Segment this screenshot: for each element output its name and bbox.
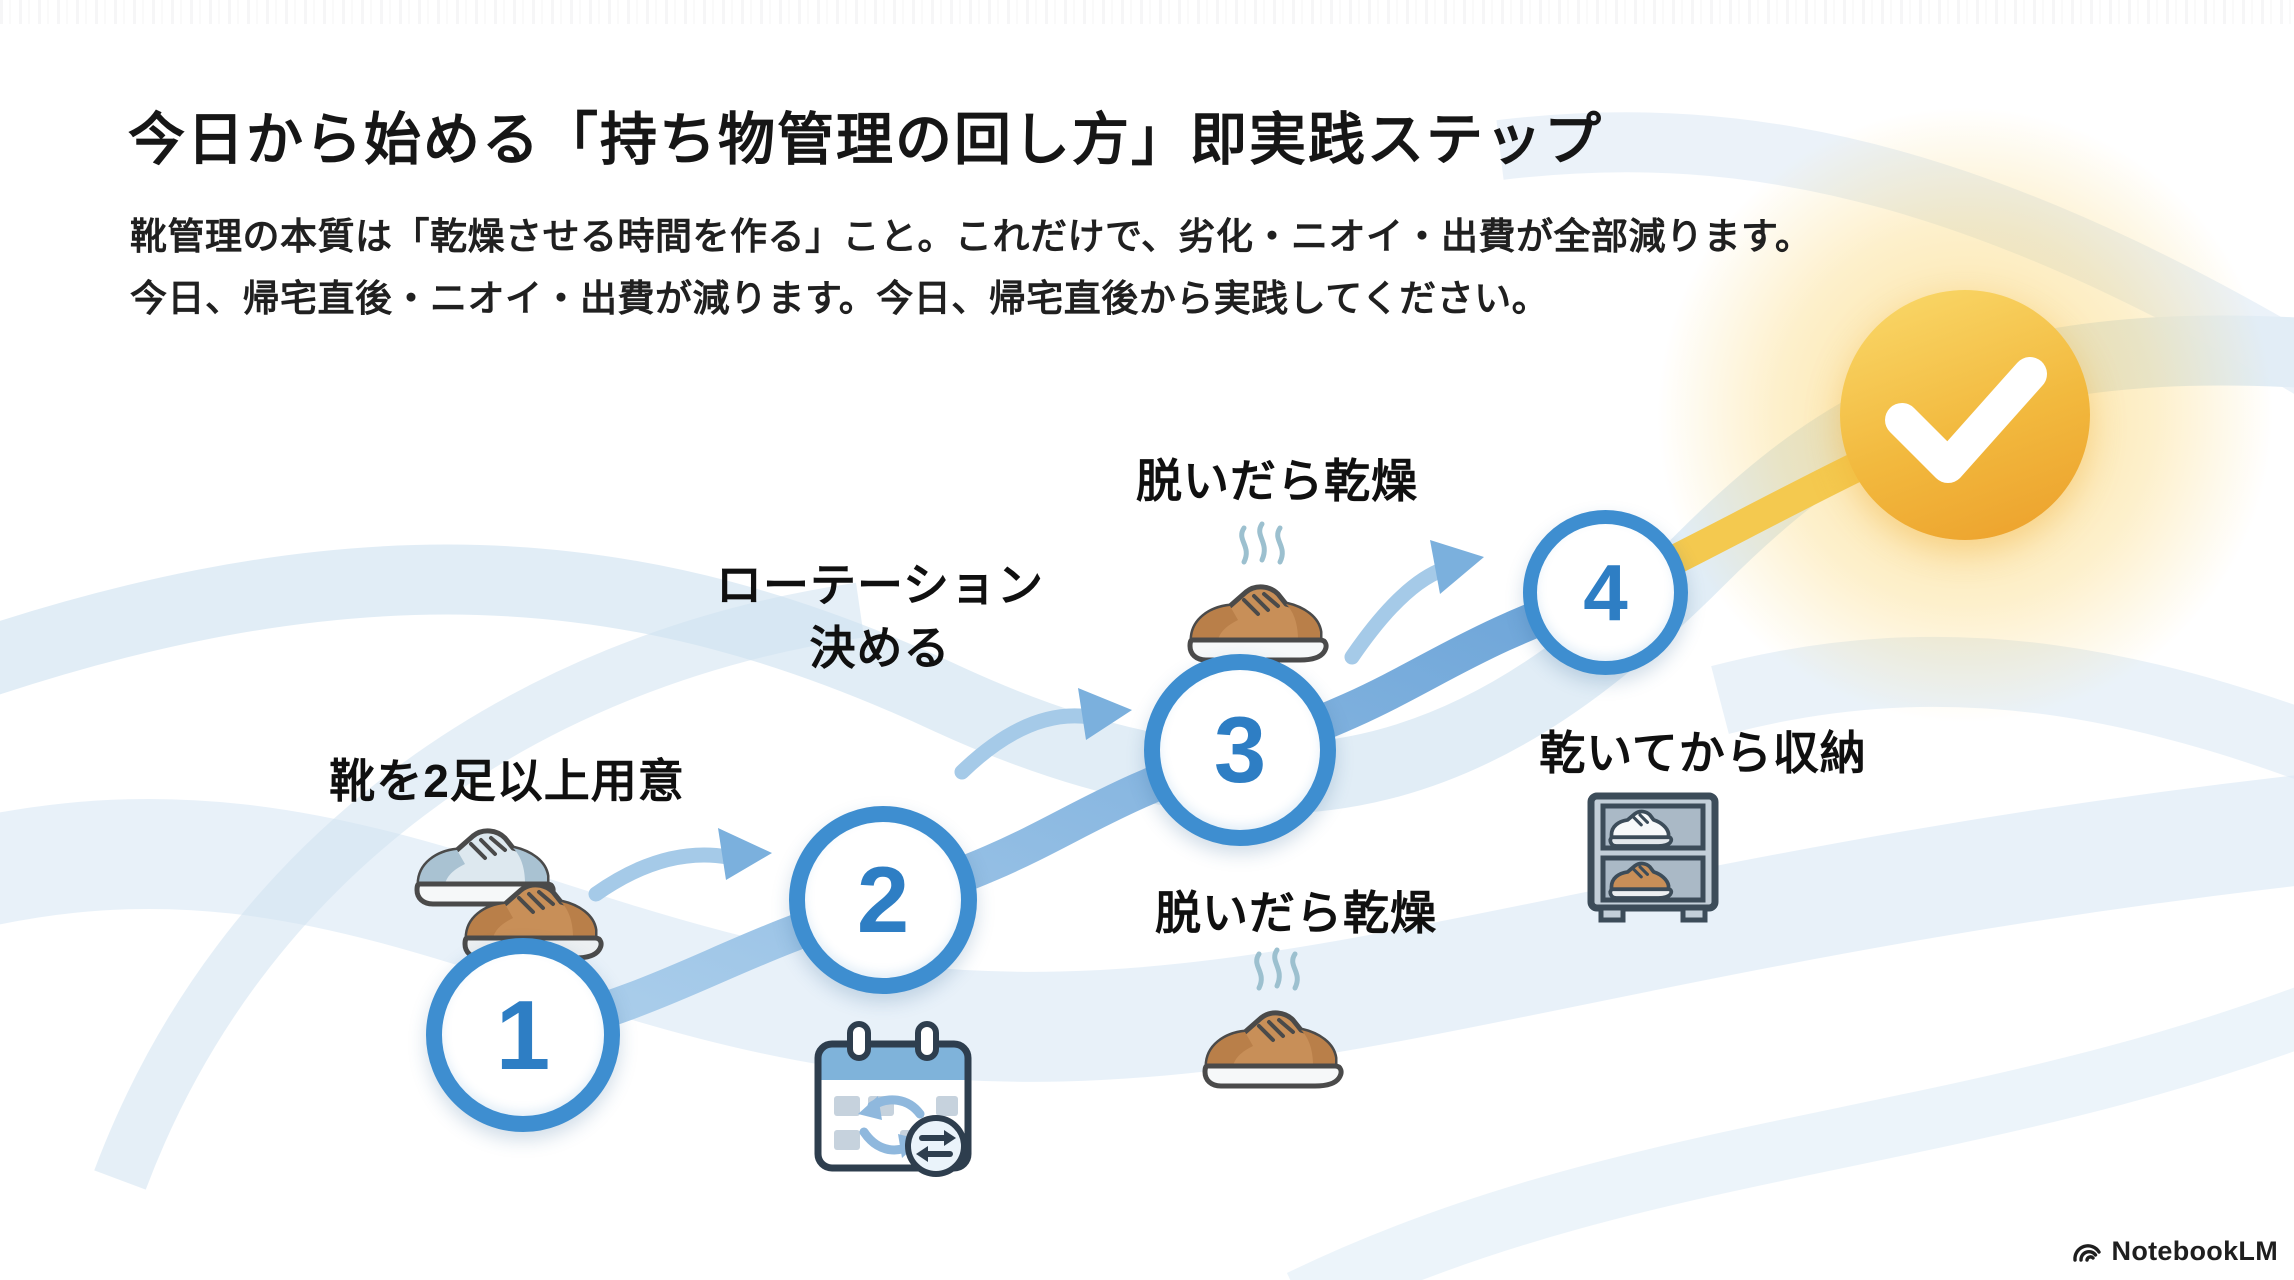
shoe-rack-icon	[1587, 792, 1719, 923]
blue-flow-ribbon	[505, 576, 1623, 1053]
step3-label-above: 脱いだら乾燥	[1136, 455, 1418, 507]
step1-number-circle: 1	[426, 938, 620, 1132]
steaming-shoe-icon-bottom	[1202, 947, 1344, 1089]
arrow-step2-to-step3	[954, 688, 1132, 780]
arrow-step1-to-step2	[588, 828, 772, 902]
top-edge-texture	[0, 0, 2294, 24]
step1-label: 靴を2足以上用意	[329, 755, 685, 807]
step3-number-circle: 3	[1144, 654, 1336, 846]
steaming-shoe-icon-top	[1187, 521, 1329, 663]
brand-name: NotebookLM	[2111, 1236, 2278, 1266]
notebooklm-wave-icon	[2072, 1243, 2101, 1262]
subtitle-line-1: 靴管理の本質は「乾燥させる時間を作る」こと。これだけで、劣化・ニオイ・出費が全部…	[130, 216, 1813, 257]
page-title: 今日から始める「持ち物管理の回し方」即実践ステップ	[128, 108, 1603, 172]
step4-number-circle: 4	[1523, 510, 1688, 675]
step3-number: 3	[1213, 697, 1267, 802]
step2-number: 2	[856, 847, 910, 952]
step4-label: 乾いてから収納	[1539, 727, 1867, 779]
step2-number-circle: 2	[789, 806, 977, 994]
step1-number: 1	[495, 979, 551, 1090]
step3-label-below: 脱いだら乾燥	[1155, 887, 1437, 939]
subtitle-line-2: 今日、帰宅直後・ニオイ・出費が減ります。今日、帰宅直後から実践してください。	[130, 278, 1550, 319]
check-icon	[1885, 357, 2047, 483]
footer-brand: NotebookLM	[2071, 1236, 2278, 1267]
step2-label: ローテーション 決める	[715, 559, 1045, 675]
goal-check-circle	[1840, 290, 2090, 540]
calendar-rotation-icon	[814, 1021, 972, 1177]
arrow-step3-to-step4	[1344, 540, 1484, 665]
step4-number: 4	[1583, 547, 1628, 637]
